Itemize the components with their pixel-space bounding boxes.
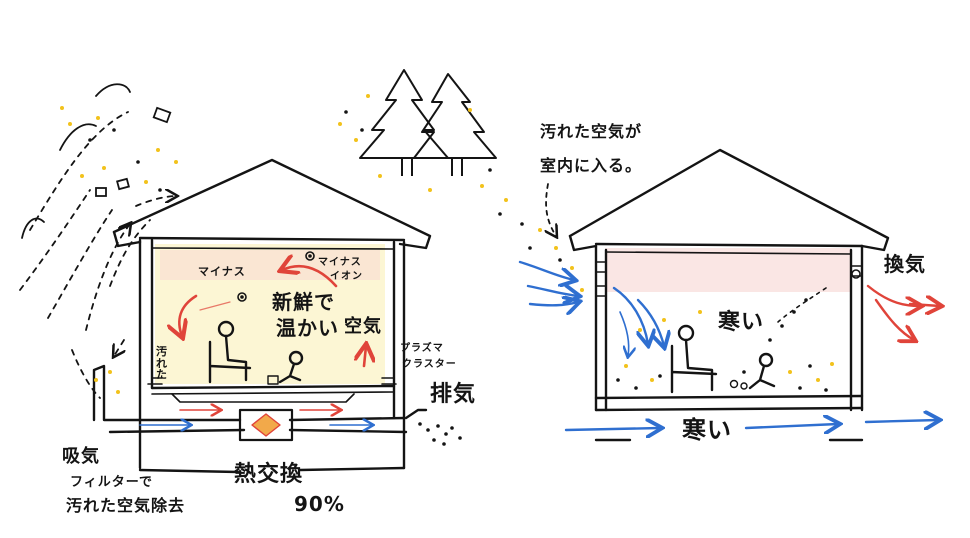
fresh-warm-line2: 温かい	[276, 316, 339, 340]
heat-exchange-label: 熱交換	[234, 462, 304, 487]
plasma-label-2: クラスター	[402, 359, 457, 370]
dust-particles-yellow	[60, 94, 834, 394]
cold-room-label: 寒い	[718, 310, 765, 335]
right-house	[568, 148, 890, 442]
dust-particles-black	[88, 110, 828, 392]
ion-particles	[237, 251, 315, 302]
wind-curls	[21, 83, 172, 239]
exhaust-label: 排気	[430, 382, 477, 407]
left-house-airflow	[139, 266, 372, 425]
heat-exchange-percent: 90%	[294, 492, 345, 516]
ventilation-label: 換気	[884, 252, 926, 276]
pine-trees	[359, 69, 497, 176]
fresh-warm-line1: 新鮮で	[272, 290, 335, 314]
leak-pointer	[546, 183, 556, 236]
exhaust-dots	[418, 422, 462, 446]
filter-label-1: フィルターで	[70, 475, 153, 490]
minus-label: マイナス	[198, 265, 246, 278]
plasma-label-1: プラズマ	[400, 343, 444, 354]
left-house	[92, 158, 432, 474]
intake-label: 吸気	[62, 446, 100, 467]
outside-pollution-left	[19, 111, 176, 399]
filter-label-2: 汚れた空気除去	[66, 496, 186, 515]
cold-floor-label: 寒い	[682, 416, 732, 444]
fresh-warm-suffix: 空気	[344, 316, 382, 337]
minus-ion-label-2: イオン	[330, 271, 363, 282]
minus-ion-label-1: マイナス	[318, 257, 362, 268]
right-house-airflow	[518, 260, 940, 430]
dirty-air-label-2: 室内に入る。	[540, 156, 643, 175]
dirty-side-label: 汚れた	[156, 345, 168, 382]
dirty-air-label-1: 汚れた空気が	[540, 122, 643, 141]
